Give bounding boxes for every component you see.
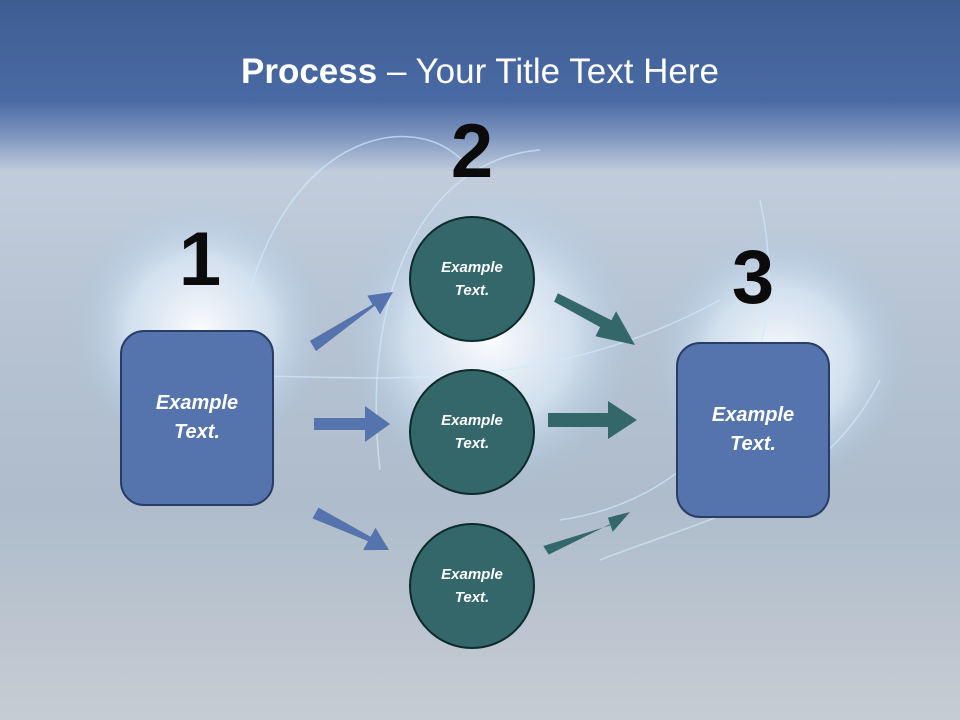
process-circle-middle: Example Text. [409,369,535,495]
left-process-box: Example Text. [120,330,274,506]
step-number-3: 3 [731,235,775,320]
step-number-1: 1 [178,217,222,302]
circle-text-middle: Example Text. [441,412,503,452]
right-process-box: Example Text. [676,342,830,518]
left-box-text: Example Text. [155,392,239,443]
step-number-2: 2 [450,109,494,194]
process-circle-bottom: Example Text. [409,523,535,649]
circle-text-bottom: Example Text. [441,566,503,606]
page-title: Process – Your Title Text Here [0,52,960,92]
circle-text-top: Example Text. [441,259,503,299]
process-circle-top: Example Text. [409,216,535,342]
title-bold: Process [241,52,378,91]
right-box-text: Example Text. [711,404,795,455]
title-rest: – Your Title Text Here [377,52,719,91]
